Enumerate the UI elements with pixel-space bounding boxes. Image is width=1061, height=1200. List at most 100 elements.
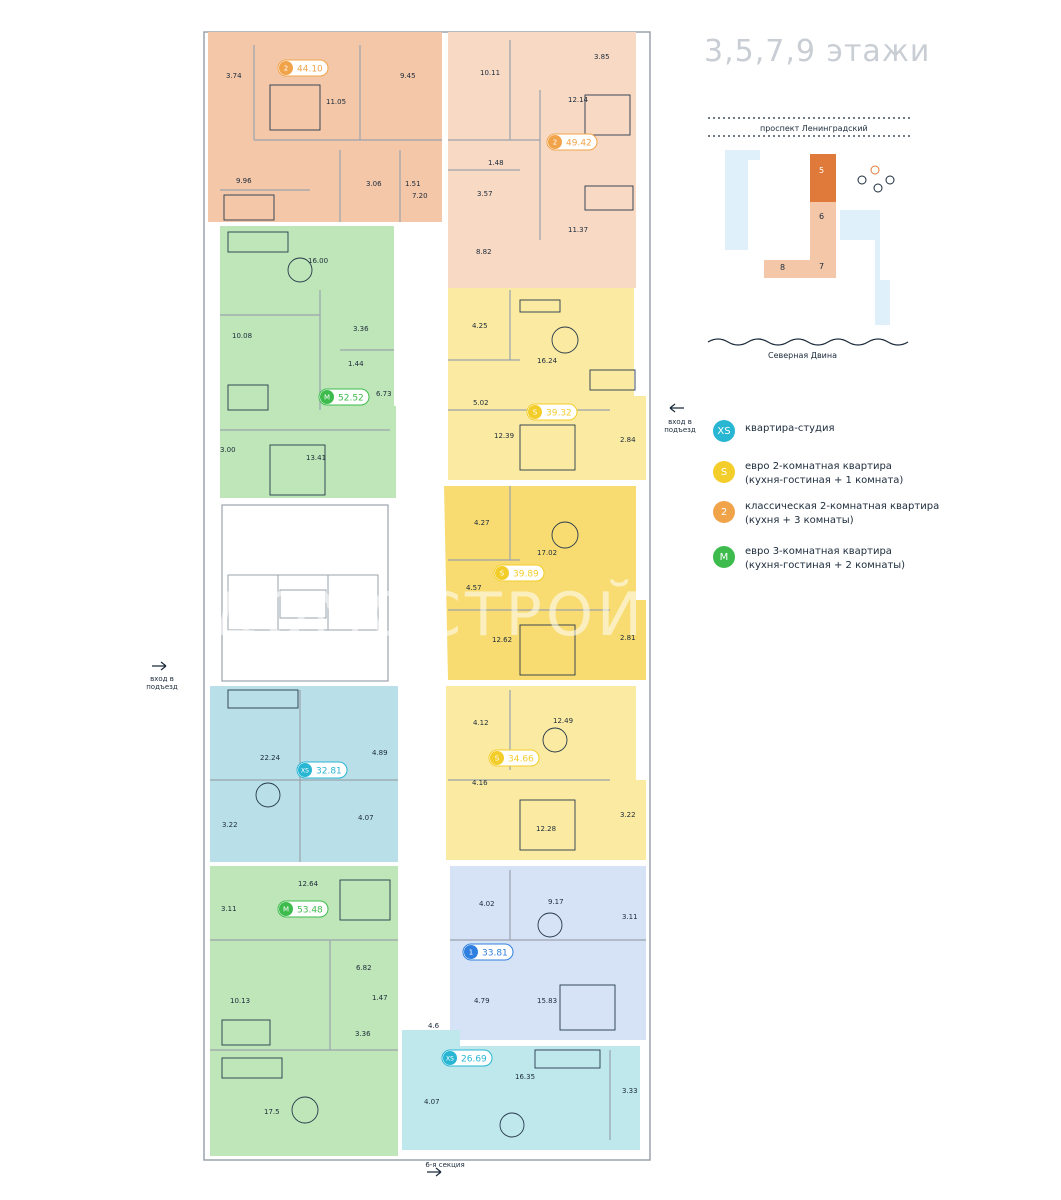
apartment-fill-49-42 — [448, 32, 636, 288]
apartment-type-badge — [464, 945, 478, 959]
legend-badge: 2 — [713, 501, 735, 523]
apartment-fill-39-89 — [444, 486, 646, 680]
room-area-label: 15.83 — [537, 997, 557, 1005]
legend-item-studio: XS квартира-студия — [713, 419, 1013, 442]
room-area-label: 7.20 — [412, 192, 428, 200]
room-area-label: 3.36 — [355, 1030, 371, 1038]
room-area-label: 17.02 — [537, 549, 557, 557]
room-area-label: 11.05 — [326, 98, 346, 106]
room-area-label: 16.00 — [308, 257, 328, 265]
apartment-type-label: S — [500, 570, 505, 578]
apartment-type-badge — [298, 763, 312, 777]
apartment-fill-53-48 — [210, 866, 398, 1156]
room-area-label: 4.79 — [474, 997, 490, 1005]
legend-item-classic-2: 2 классическая 2-комнатная квартира (кух… — [713, 500, 1013, 528]
room-area-label: 6.82 — [356, 964, 372, 972]
room-area-label: 3.36 — [353, 325, 369, 333]
legend-text: евро 3-комнатная квартира (кухня-гостина… — [745, 546, 906, 571]
legend-item-euro-2: S евро 2-комнатная квартира (кухня-гости… — [713, 460, 1013, 488]
apartment-type-label: 2 — [284, 65, 288, 73]
apartment-type-badge — [279, 61, 293, 75]
section-5-label: 5 — [819, 166, 825, 175]
river-label: Северная Двина — [768, 351, 838, 360]
apartment-area-label: 33.81 — [482, 949, 508, 959]
room-area-label: 3.00 — [220, 446, 236, 454]
watermark: ДОМОСТРОЙ — [210, 580, 646, 650]
room-area-label: 17.5 — [264, 1108, 280, 1116]
apartment-type-badge — [548, 135, 562, 149]
legend-text: евро 2-комнатная квартира (кухня-гостина… — [745, 461, 904, 486]
room-area-label: 3.11 — [622, 913, 638, 921]
apartment-type-badge — [443, 1051, 457, 1065]
room-area-label: 4.12 — [473, 719, 489, 727]
apartment-area-label: 39.89 — [513, 570, 539, 580]
apartment-area-label: 49.42 — [566, 139, 592, 149]
apartment-fill-44-10 — [208, 32, 442, 222]
room-area-label: 12.14 — [568, 96, 589, 104]
apartment-area-label: 52.52 — [338, 394, 364, 404]
room-area-label: 12.39 — [494, 432, 514, 440]
room-area-label: 16.24 — [537, 357, 558, 365]
entrance-label-left: вход в подъезд — [146, 675, 178, 691]
apartment-area-label: 39.32 — [546, 409, 572, 419]
arrow-right-icon — [427, 1167, 442, 1177]
apartment-badge[interactable]: S 39.89 — [493, 564, 545, 582]
room-area-label: 4.6 — [428, 1022, 440, 1030]
room-area-label: 12.49 — [553, 717, 573, 725]
room-area-label: 4.27 — [474, 519, 490, 527]
apartment-fill-33-81 — [450, 866, 646, 1040]
interior-walls — [210, 40, 646, 1140]
legend-badge: M — [713, 546, 735, 568]
entrance-label-right: вход в подъезд — [664, 418, 696, 434]
section-label-bottom: 6-я секция — [425, 1161, 465, 1169]
room-area-label: 22.24 — [260, 754, 281, 762]
apartment-type-badge — [495, 566, 509, 580]
apartment-type-badge — [490, 751, 504, 765]
room-area-label: 4.07 — [358, 814, 374, 822]
room-area-label: 2.84 — [620, 436, 636, 444]
room-area-label: 11.37 — [568, 226, 588, 234]
apartment-fill-39-32 — [448, 288, 646, 480]
apartment-type-badge — [528, 405, 542, 419]
apartment-type-badge — [279, 902, 293, 916]
room-area-label: 12.28 — [536, 825, 556, 833]
apartment-area-label: 34.66 — [508, 755, 534, 765]
room-area-label: 4.25 — [472, 322, 488, 330]
apartment-fill-34-66 — [446, 686, 646, 860]
room-area-label: 12.64 — [298, 880, 319, 888]
room-area-label: 9.45 — [400, 72, 416, 80]
room-area-label: 4.16 — [472, 779, 488, 787]
room-area-label: 1.51 — [405, 180, 421, 188]
arrow-left-icon — [669, 403, 684, 413]
room-area-label: 4.07 — [424, 1098, 440, 1106]
room-area-label: 10.08 — [232, 332, 252, 340]
room-area-label: 2.81 — [620, 634, 636, 642]
legend-text: классическая 2-комнатная квартира (кухня… — [745, 501, 940, 526]
room-area-label: 3.22 — [620, 811, 636, 819]
room-area-label: 6.73 — [376, 390, 392, 398]
entrance-arrows — [152, 403, 684, 1177]
site-minimap — [707, 117, 910, 346]
room-area-label: 3.06 — [366, 180, 382, 188]
legend-text: квартира-студия — [745, 423, 835, 434]
room-area-label: 1.44 — [348, 360, 364, 368]
legend-badge: S — [713, 461, 735, 483]
room-area-label: 3.74 — [226, 72, 242, 80]
room-area-label: 10.11 — [480, 69, 500, 77]
room-area-label: 3.22 — [222, 821, 238, 829]
apartment-type-label: M — [283, 906, 289, 914]
room-area-label: 8.82 — [476, 248, 492, 256]
apartment-fills — [208, 32, 646, 1156]
